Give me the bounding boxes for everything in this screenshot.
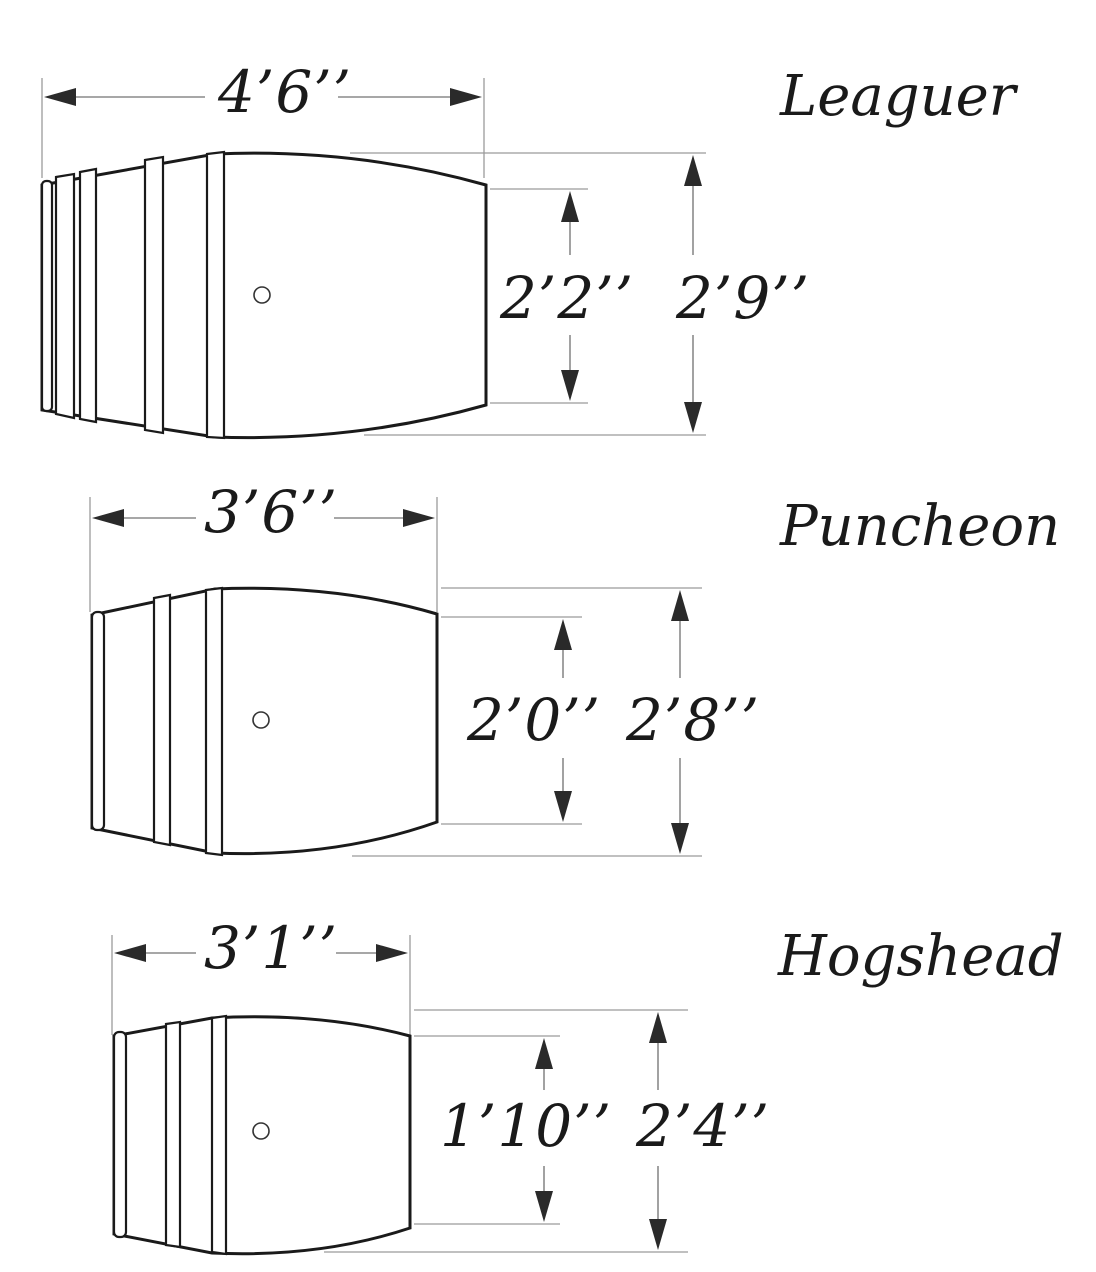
- puncheon-head-diameter-label: 2’0’’: [466, 686, 601, 754]
- leaguer-head-diameter-dimension: 2’2’’: [490, 188, 634, 404]
- barrel-puncheon: 3’6’’ 2’0’’ 2’8’’ Puncheon: [89, 478, 1060, 857]
- hogshead-length-label: 3’1’’: [204, 914, 338, 982]
- leaguer-bilge-diameter-label: 2’9’’: [675, 264, 810, 332]
- puncheon-length-label: 3’6’’: [204, 478, 338, 546]
- leaguer-bilge-diameter-dimension: 2’9’’: [350, 152, 810, 436]
- puncheon-length-dimension: 3’6’’: [89, 478, 438, 612]
- puncheon-barrel-drawing: [90, 586, 439, 857]
- leaguer-bung-hole: [253, 286, 271, 304]
- hogshead-head-diameter-label: 1’10’’: [440, 1092, 612, 1160]
- puncheon-bung-hole: [252, 711, 270, 729]
- hogshead-barrel-drawing: [112, 1014, 412, 1256]
- leaguer-length-label: 4’6’’: [217, 58, 352, 126]
- hogshead-name: Hogshead: [777, 924, 1064, 989]
- hogshead-bilge-diameter-label: 2’4’’: [635, 1092, 770, 1160]
- hogshead-head-diameter-dimension: 1’10’’: [414, 1035, 612, 1225]
- barrel-hogshead: 3’1’’ 1’10’’ 2’4’’ Hogshea: [111, 914, 1064, 1256]
- leaguer-head-diameter-label: 2’2’’: [499, 264, 634, 332]
- hogshead-length-dimension: 3’1’’: [111, 914, 411, 1035]
- puncheon-head-diameter-dimension: 2’0’’: [441, 616, 601, 825]
- barrel-leaguer: 4’6’’ 2’2’’: [40, 58, 1019, 440]
- hogshead-bilge-diameter-dimension: 2’4’’: [324, 1009, 770, 1253]
- leaguer-barrel-drawing: [40, 150, 488, 440]
- puncheon-bilge-diameter-label: 2’8’’: [625, 686, 760, 754]
- puncheon-bilge-diameter-dimension: 2’8’’: [352, 587, 760, 857]
- puncheon-name: Puncheon: [779, 494, 1060, 559]
- leaguer-length-dimension: 4’6’’: [41, 58, 485, 178]
- leaguer-name: Leaguer: [779, 64, 1019, 129]
- hogshead-bung-hole: [252, 1122, 270, 1140]
